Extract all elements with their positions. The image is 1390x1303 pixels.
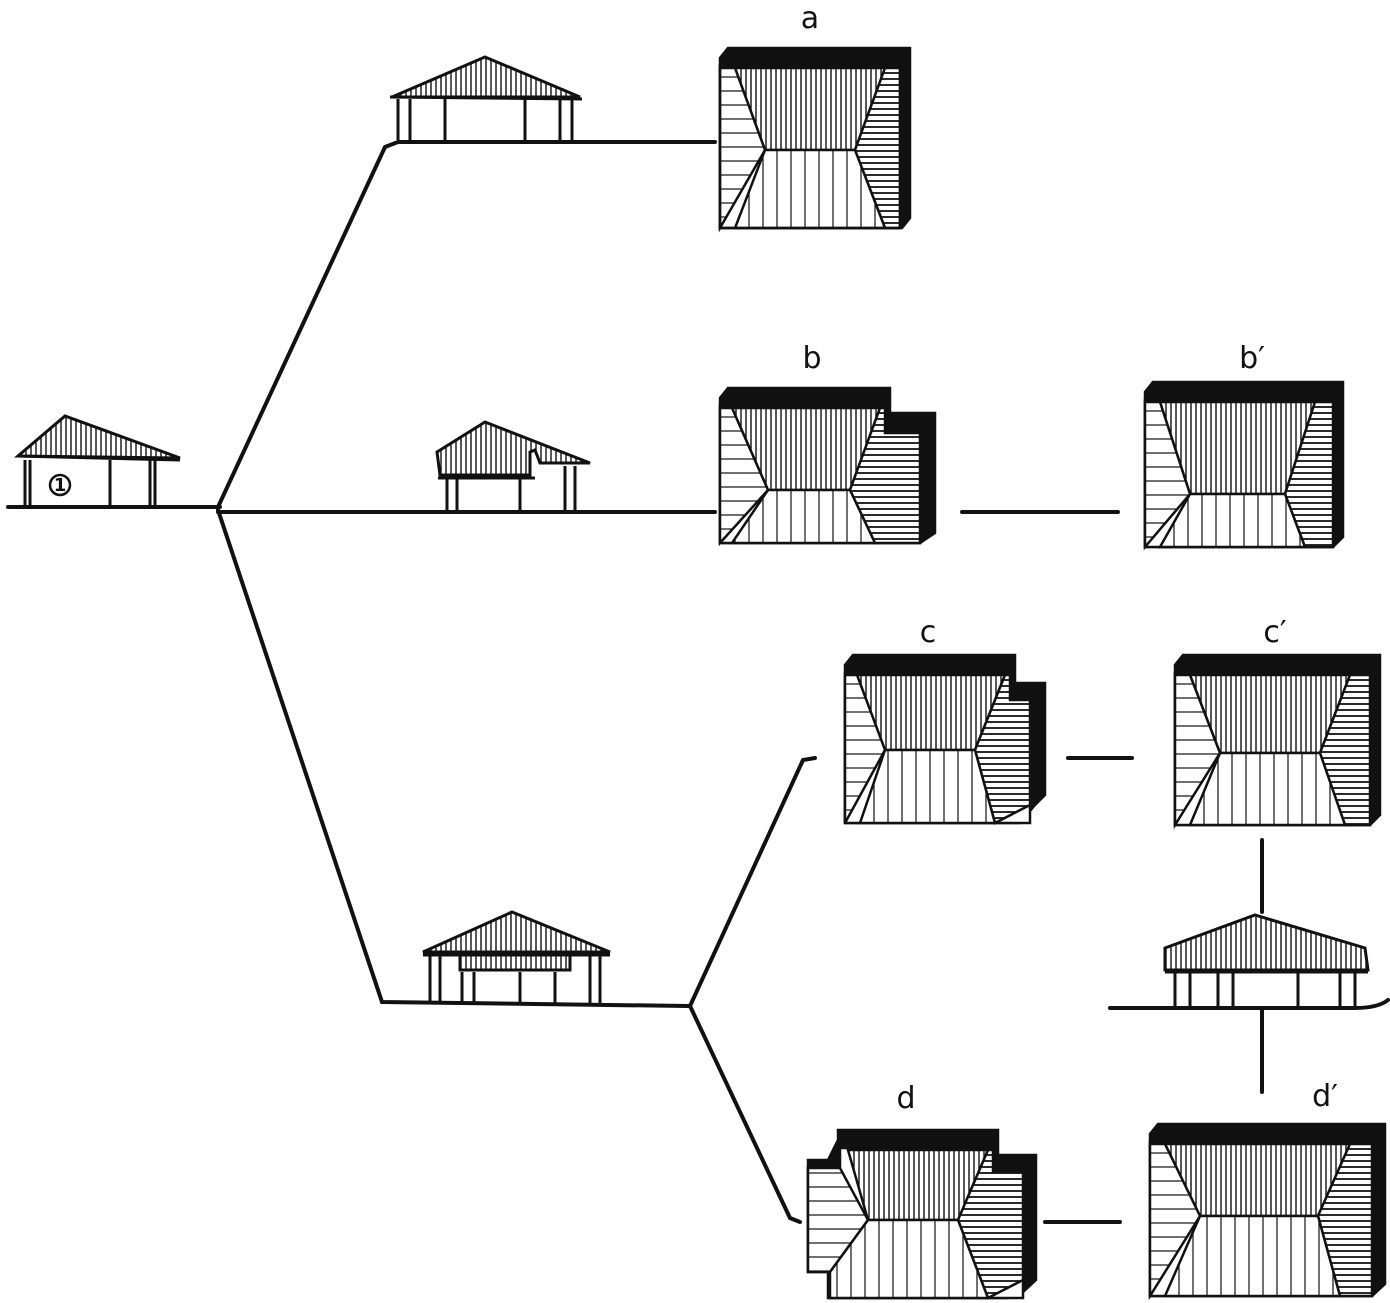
plan-label-d-prime: d′ bbox=[1312, 1079, 1338, 1114]
roof-plan-d-prime bbox=[1148, 1122, 1387, 1301]
house-number-label: 1 bbox=[54, 475, 67, 496]
middle-house-elevation bbox=[435, 420, 591, 510]
plan-label-c-prime: c′ bbox=[1263, 615, 1286, 650]
tree-connectors bbox=[6, 140, 1390, 1224]
plan-label-d: d bbox=[896, 1081, 915, 1116]
branch-upper bbox=[216, 140, 717, 509]
lower-house-elevation bbox=[422, 910, 611, 1003]
upper-house-elevation bbox=[389, 55, 583, 140]
roof-plan-c bbox=[843, 653, 1047, 825]
branch-d bbox=[688, 1004, 802, 1224]
roof-plan-a bbox=[718, 46, 912, 233]
roof-plan-c-prime bbox=[1173, 653, 1382, 830]
roof-plan-d bbox=[806, 1128, 1038, 1300]
plan-label-c: c bbox=[920, 615, 937, 650]
ground-line-right-section bbox=[1108, 998, 1390, 1010]
origin-house-elevation bbox=[13, 414, 181, 507]
roof-plan-b bbox=[718, 386, 937, 547]
plan-label-b-prime: b′ bbox=[1239, 341, 1265, 376]
plan-label-b: b bbox=[802, 341, 821, 376]
plan-label-a: a bbox=[801, 1, 819, 36]
right-section-elevation bbox=[1163, 913, 1370, 1006]
house-number-circle bbox=[48, 473, 72, 497]
branch-lower bbox=[216, 508, 690, 1008]
branch-c bbox=[688, 756, 817, 1008]
roof-plan-b-prime bbox=[1143, 380, 1345, 551]
